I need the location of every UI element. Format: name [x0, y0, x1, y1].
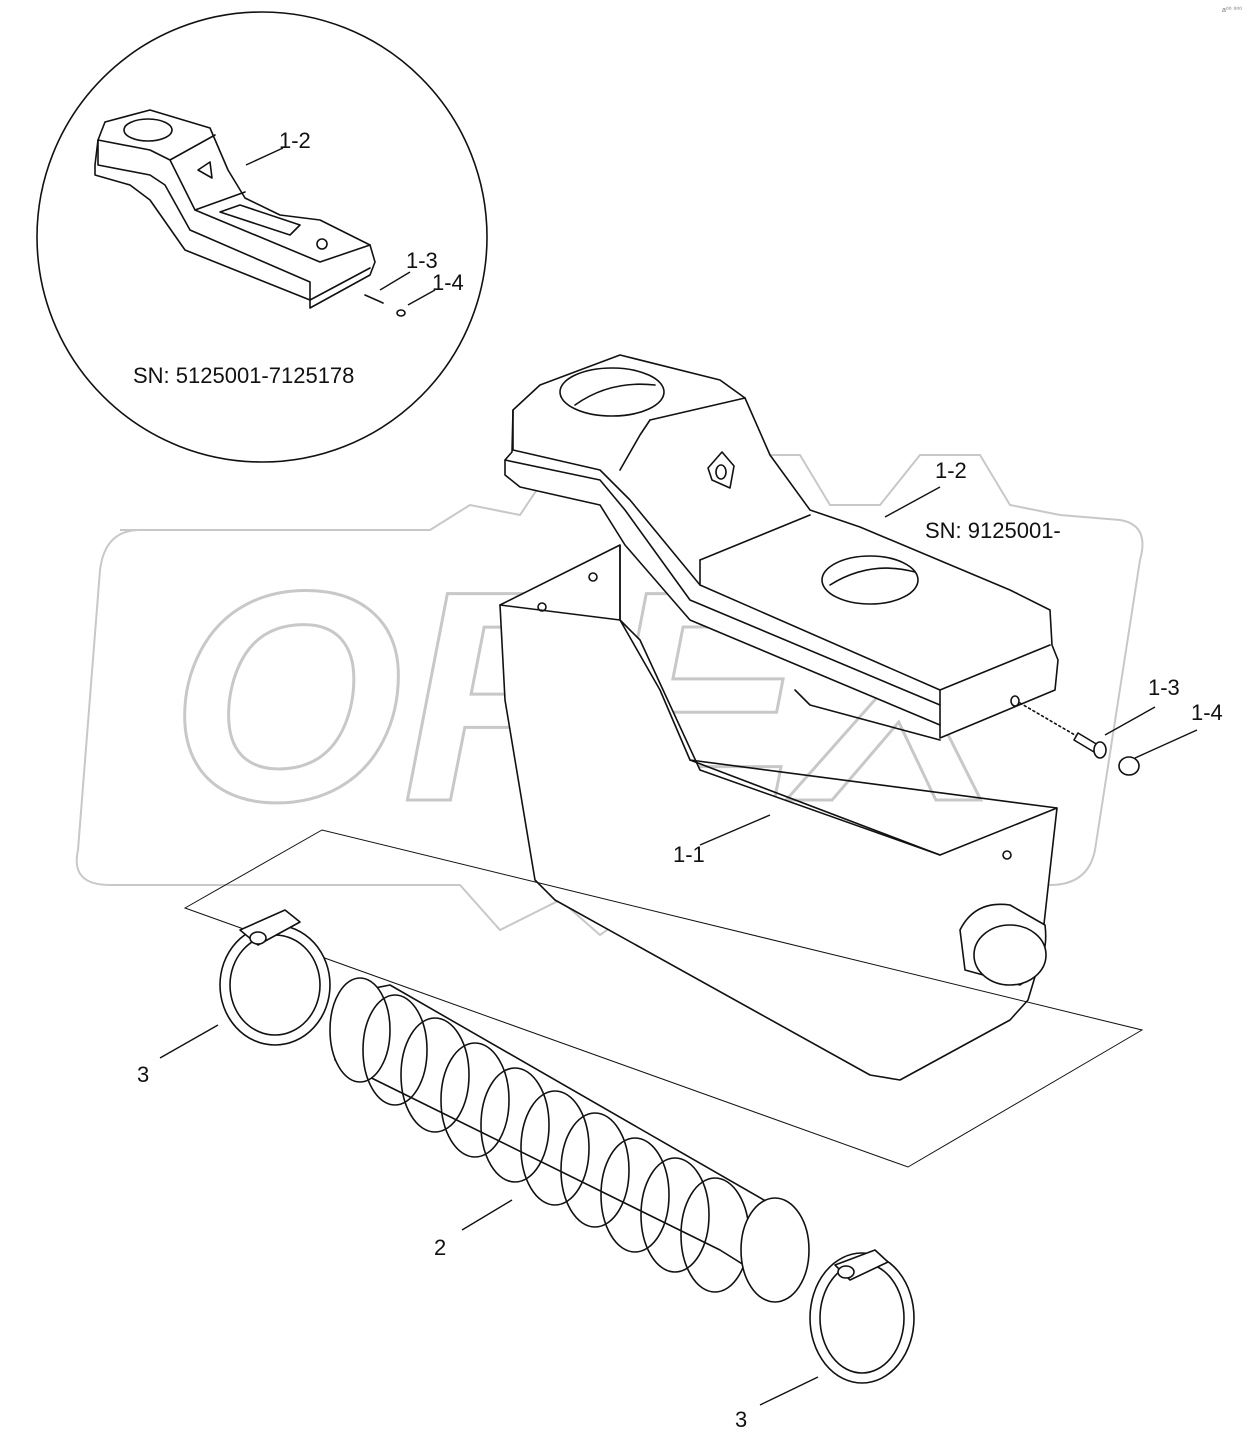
inset-washer — [396, 309, 406, 317]
callout-inset-screw: 1-3 — [406, 248, 438, 273]
callout-washer: 1-4 — [1191, 700, 1223, 725]
inset-screw — [364, 294, 384, 304]
cover-part — [504, 354, 1059, 741]
housing-part — [499, 544, 1058, 1081]
corner-mark: a⁰⁰ ⁰⁰⁰ — [1222, 6, 1242, 14]
callout-inset-cover: 1-2 — [279, 128, 311, 153]
callout-housing: 1-1 — [673, 842, 705, 867]
washer-part — [1118, 756, 1140, 776]
inset-detail: 1-2 1-3 1-4 SN: 5125001-7125178 — [36, 11, 488, 463]
inset-serial-range: SN: 5125001-7125178 — [133, 363, 354, 388]
main-serial-range: SN: 9125001- — [925, 518, 1061, 543]
assembly-guide — [183, 829, 1144, 1168]
callout-clamp-left: 3 — [137, 1062, 149, 1087]
clamp-left-part — [219, 909, 331, 1046]
screw-part — [1019, 702, 1107, 759]
callout-hose: 2 — [434, 1235, 446, 1260]
hose-part — [329, 977, 810, 1303]
callout-screw: 1-3 — [1148, 675, 1180, 700]
inset-cover-part — [94, 109, 376, 309]
callout-clamp-bottom: 3 — [735, 1407, 747, 1432]
clamp-bottom-part — [809, 1249, 915, 1384]
callout-inset-washer: 1-4 — [432, 270, 464, 295]
callout-cover: 1-2 — [935, 458, 967, 483]
